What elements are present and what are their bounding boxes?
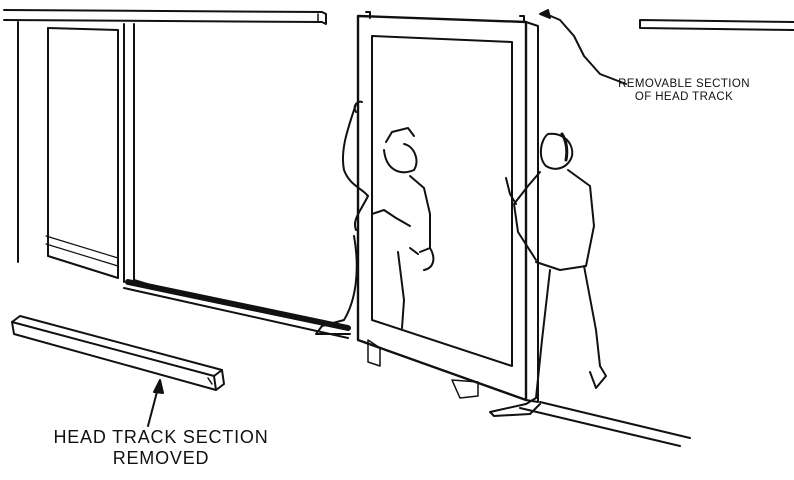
worker-left — [316, 102, 433, 334]
worker-right — [490, 134, 606, 416]
leader-removable-section — [540, 10, 626, 84]
leader-section-removed — [148, 380, 163, 426]
sliding-door-panel — [358, 12, 538, 402]
callout-removable-section: REMOVABLE SECTION OF HEAD TRACK — [606, 78, 762, 104]
head-track-installed — [4, 10, 326, 24]
callout-section-removed: HEAD TRACK SECTION REMOVED — [2, 427, 320, 468]
callout-removable-line-1: REMOVABLE SECTION — [606, 78, 762, 91]
callout-removed-line-2: REMOVED — [2, 448, 320, 469]
callout-removable-line-2: OF HEAD TRACK — [606, 91, 762, 104]
head-track-right-section — [640, 20, 794, 30]
floor-sill — [124, 282, 690, 446]
fixed-panel — [18, 22, 160, 288]
removed-head-track-section — [12, 316, 224, 390]
callout-removed-line-1: HEAD TRACK SECTION — [2, 427, 320, 448]
